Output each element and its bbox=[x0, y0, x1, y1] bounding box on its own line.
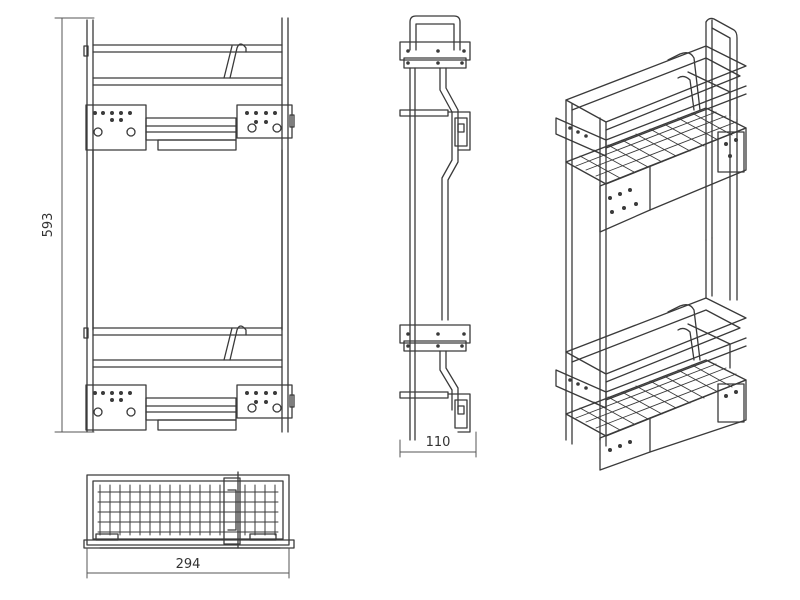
isometric-view bbox=[555, 17, 747, 471]
side-view bbox=[399, 15, 471, 441]
depth-label: 110 bbox=[426, 435, 451, 450]
height-label: 593 bbox=[41, 213, 56, 238]
height-dimension bbox=[54, 17, 95, 433]
top-view bbox=[83, 471, 295, 549]
front-view bbox=[83, 17, 295, 433]
width-dimension bbox=[86, 547, 290, 579]
depth-dimension bbox=[399, 431, 477, 458]
width-label: 294 bbox=[176, 557, 201, 572]
